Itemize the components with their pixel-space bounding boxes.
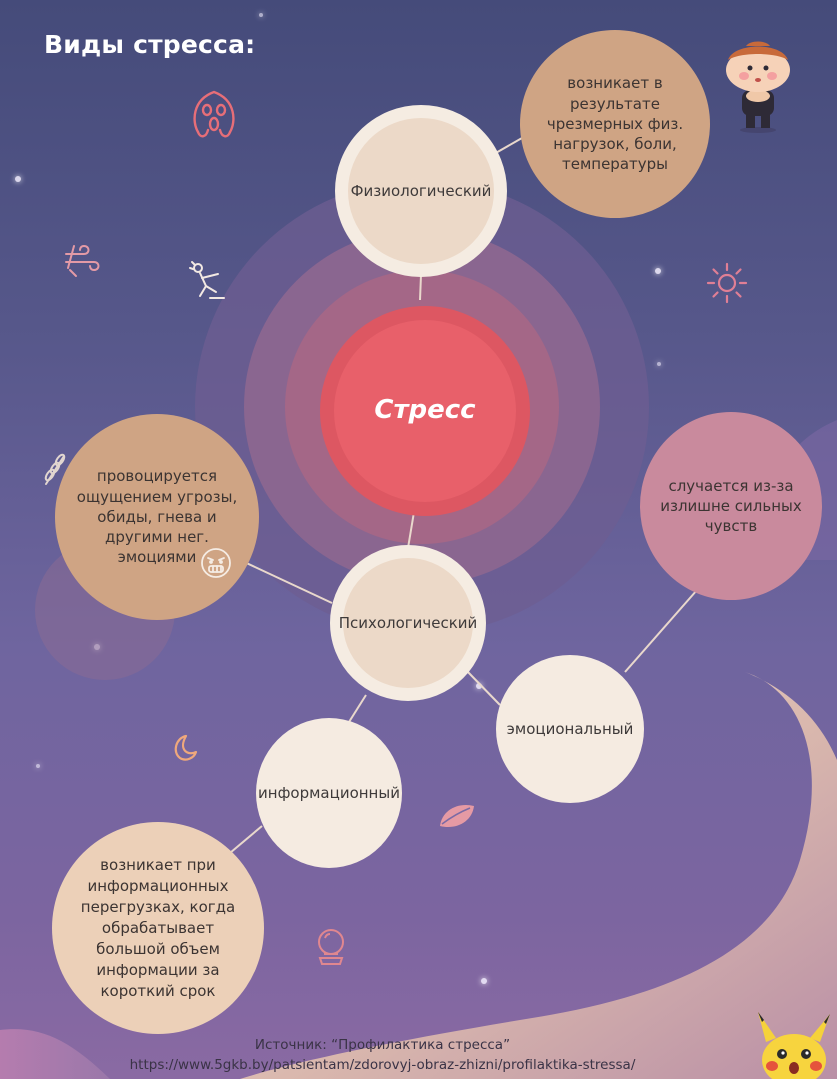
star — [655, 268, 661, 274]
desc-psychological: провоцируется ощущением угрозы, обиды, г… — [55, 414, 259, 620]
desc-line: обиды, гнева и — [97, 507, 217, 526]
desc-line: другими нег. — [105, 528, 209, 547]
wheat-icon — [44, 453, 66, 485]
star — [481, 978, 487, 984]
desc-line: случается из-за — [668, 476, 794, 495]
source-title: Источник: “Профилактика стресса” — [254, 1037, 511, 1053]
center-stress-node: Стресс — [320, 306, 530, 516]
node-label: Физиологический — [350, 181, 492, 200]
node-label: информационный — [258, 783, 400, 802]
desc-line: информационных — [87, 876, 229, 895]
desc-line: большой объем — [96, 939, 220, 958]
node-emotional: эмоциональный — [496, 655, 644, 803]
leaf-icon — [440, 804, 474, 828]
desc-line: обрабатывает — [101, 918, 215, 937]
falling-person-icon — [189, 261, 225, 299]
desc-line: возникает при — [100, 855, 216, 874]
star — [15, 176, 21, 182]
desc-line: излишне сильных — [660, 496, 802, 515]
desc-line: результате — [570, 94, 660, 113]
star — [476, 683, 482, 689]
star — [36, 764, 40, 768]
crystal-ball-icon — [318, 929, 344, 965]
desc-line: температуры — [561, 155, 668, 174]
desc-line: чрезмерных физ. — [546, 114, 684, 133]
source-citation: Источник: “Профилактика стресса” https:/… — [0, 1035, 765, 1076]
desc-line: провоцируется — [96, 467, 218, 486]
source-url[interactable]: https://www.5gkb.by/patsientam/zdorovyj-… — [129, 1057, 636, 1074]
node-physiological: Физиологический — [335, 105, 507, 277]
pikachu-icon — [758, 1012, 830, 1079]
node-label: Психологический — [338, 613, 478, 632]
node-informational: информационный — [256, 718, 402, 868]
desc-informational: возникает при информационных перегрузках… — [52, 822, 264, 1034]
star — [259, 13, 263, 17]
node-label: эмоциональный — [506, 719, 634, 738]
desc-line: нагрузок, боли, — [553, 135, 677, 154]
scared-face-icon — [193, 90, 235, 138]
sun-icon — [706, 262, 748, 304]
node-psychological: Психологический — [330, 545, 486, 701]
desc-emotional: случается из-за излишне сильных чувств — [640, 412, 822, 600]
center-label: Стресс — [374, 395, 476, 426]
angry-face-icon — [201, 548, 231, 578]
moon-icon — [174, 734, 198, 761]
desc-physiological: возникает в результате чрезмерных физ. н… — [520, 30, 710, 218]
desc-line: информации за — [96, 960, 220, 979]
desc-line: перегрузках, когда — [80, 897, 236, 916]
boy-character-icon — [726, 41, 790, 133]
desc-line: эмоциями — [117, 548, 197, 567]
desc-line: возникает в — [567, 74, 663, 93]
star — [657, 362, 661, 366]
desc-line: короткий срок — [100, 981, 216, 1000]
desc-line: ощущением угрозы, — [76, 487, 238, 506]
page-title: Виды стресса: — [44, 30, 256, 59]
desc-line: чувств — [704, 517, 758, 536]
wind-icon — [65, 244, 100, 277]
